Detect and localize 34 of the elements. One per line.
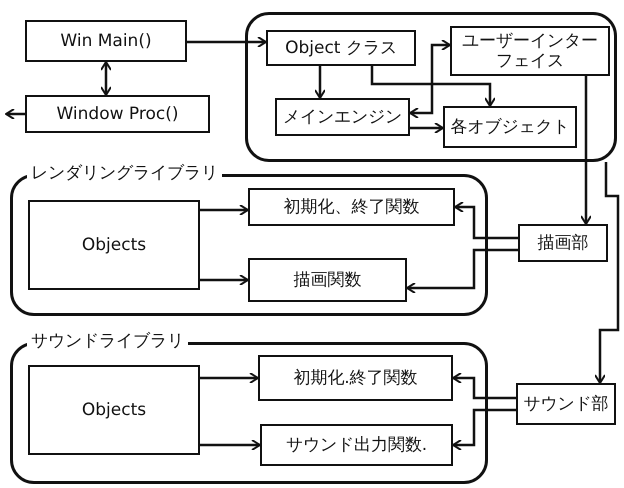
arrow — [580, 76, 592, 225]
group-frame — [245, 12, 617, 162]
arrow — [406, 248, 518, 294]
process-box: Objects — [28, 200, 200, 290]
process-box: 描画関数 — [248, 258, 407, 302]
arrow — [200, 439, 261, 451]
process-box: Object クラス — [266, 30, 416, 66]
group-heading: レンダリングライブラリ — [27, 163, 222, 184]
arrow — [314, 66, 326, 99]
arrow — [409, 39, 451, 119]
arrow — [100, 61, 112, 96]
process-box: サウンド部 — [516, 383, 616, 425]
group-heading: サウンドライブラリ — [27, 331, 188, 352]
arrow — [452, 408, 516, 451]
process-box: Objects — [28, 365, 200, 455]
process-box: 初期化、終了関数 — [248, 188, 455, 226]
arrow — [200, 274, 249, 286]
process-box: 初期化.終了関数 — [258, 355, 453, 401]
process-box: ユーザーインターフェイス — [450, 26, 610, 76]
arrow — [452, 372, 516, 400]
arrow — [594, 162, 620, 384]
process-box: メインエンジン — [275, 98, 410, 136]
arrow — [410, 122, 444, 134]
arrow — [187, 36, 267, 48]
process-box: Window Proc() — [25, 95, 210, 133]
process-box: 各オブジェクト — [443, 106, 577, 148]
process-box: サウンド出力関数. — [260, 424, 453, 466]
arrow — [370, 66, 496, 107]
process-box: 描画部 — [518, 224, 608, 262]
arrow — [5, 108, 25, 120]
process-box: Win Main() — [25, 20, 187, 62]
arrow — [200, 372, 259, 384]
arrow — [454, 201, 518, 240]
arrow — [200, 204, 249, 216]
